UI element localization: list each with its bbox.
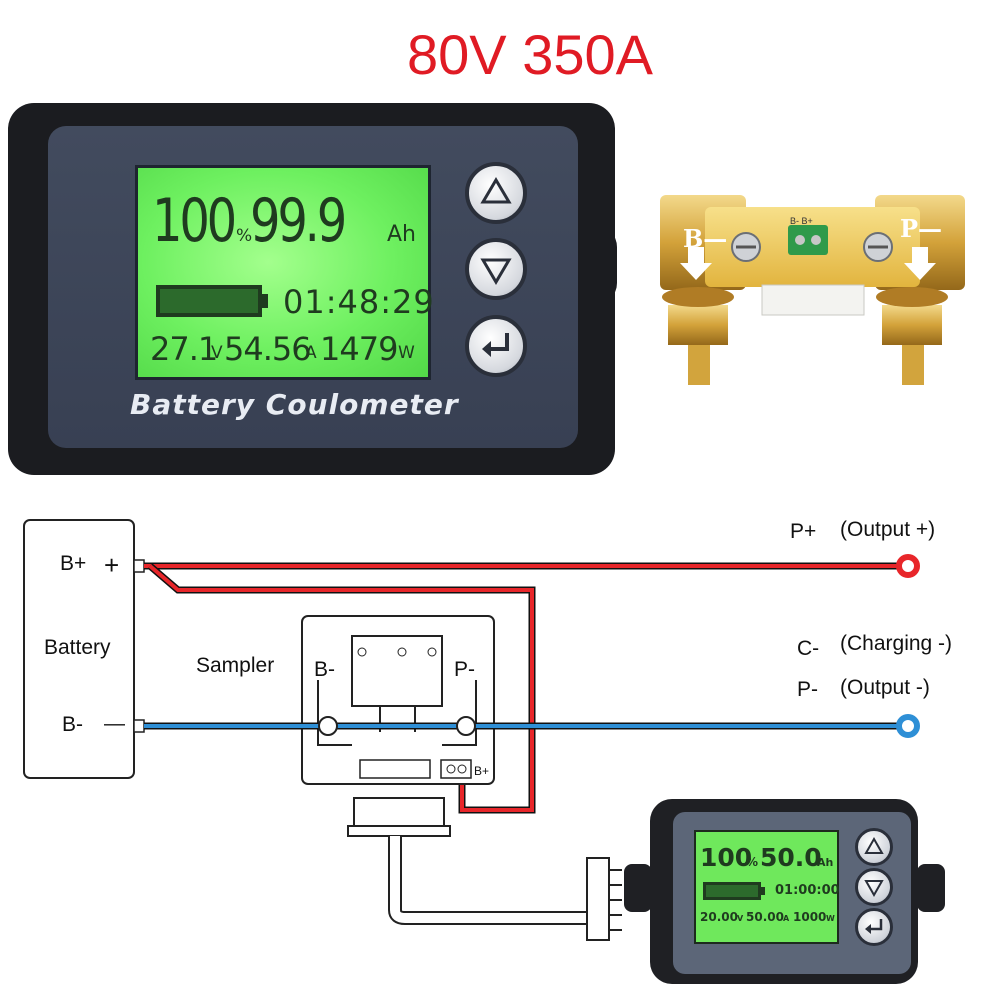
lcd-voltage: 27.1	[150, 330, 218, 368]
small-lcd-percent: 100	[700, 843, 753, 872]
enter-button[interactable]	[465, 315, 527, 377]
p-minus-desc: (Output -)	[840, 676, 930, 699]
p-minus-label: P-	[797, 678, 818, 701]
output-positive-terminal-icon	[896, 554, 920, 578]
shunt-image	[660, 195, 965, 385]
shunt-left-label: B—	[683, 224, 728, 253]
small-up-button[interactable]	[855, 828, 893, 866]
small-lcd-capacity-unit: Ah	[817, 856, 834, 869]
small-lcd-power: 1000	[793, 910, 827, 924]
lcd-current: 54.56	[224, 330, 312, 368]
small-lcd-percent-unit: %	[746, 855, 759, 869]
lcd-screen	[135, 165, 431, 380]
enter-icon	[865, 919, 883, 934]
lcd-power: 1479	[320, 330, 398, 368]
output-negative-terminal-icon	[896, 714, 920, 738]
battery-level-icon	[156, 285, 262, 317]
small-battery-level-icon	[703, 882, 761, 900]
shunt-board-label: B- B+	[790, 216, 813, 226]
battery-negative-sign: —	[104, 712, 125, 735]
enter-icon	[482, 333, 509, 357]
lcd-percent: 100	[152, 186, 237, 256]
small-lcd-voltage: 20.00	[700, 910, 738, 924]
lcd-capacity: 99.9	[250, 186, 347, 256]
up-arrow-icon	[480, 177, 512, 204]
wire-positive-sense	[148, 564, 534, 812]
small-lcd-current-unit: A	[783, 914, 790, 923]
down-arrow-icon	[864, 880, 884, 898]
battery-label: Battery	[44, 636, 111, 659]
c-minus-label: C-	[797, 637, 820, 660]
headline-title: 80V 350A	[407, 23, 653, 86]
p-plus-desc: (Output +)	[840, 518, 936, 541]
small-enter-button[interactable]	[855, 908, 893, 946]
lcd-percent-unit: %	[236, 226, 253, 246]
c-minus-desc: (Charging -)	[840, 632, 953, 655]
down-arrow-icon	[480, 258, 512, 285]
sampler-label: Sampler	[196, 654, 275, 677]
brand-label: Battery Coulometer	[130, 388, 459, 421]
small-lcd-capacity: 50.0	[760, 843, 822, 872]
lcd-capacity-unit: Ah	[387, 222, 416, 247]
small-meter-ear-right	[917, 864, 945, 912]
small-battery-tip-icon	[761, 887, 765, 895]
battery-negative-label: B-	[62, 713, 83, 736]
sampler-right-label: P-	[454, 658, 475, 681]
lcd-voltage-unit: V	[211, 343, 223, 363]
p-plus-label: P+	[790, 520, 817, 543]
lcd-time: 01:48:29	[283, 283, 435, 321]
shunt-right-label: P—	[900, 214, 943, 243]
small-lcd-voltage-unit: V	[737, 914, 744, 923]
down-button[interactable]	[465, 238, 527, 300]
battery-positive-label: B+	[60, 552, 87, 575]
sampler-port-label: B+	[474, 764, 490, 778]
battery-positive-sign: +	[104, 550, 120, 580]
small-lcd-current: 50.00	[746, 910, 784, 924]
small-down-button[interactable]	[855, 868, 893, 906]
small-lcd-time: 01:00:00	[775, 883, 840, 898]
sampler-left-label: B-	[314, 658, 335, 681]
small-meter-ear-left	[624, 864, 652, 912]
lcd-current-unit: A	[305, 343, 317, 363]
small-lcd-power-unit: W	[826, 914, 835, 923]
lcd-power-unit: W	[398, 343, 415, 363]
battery-tip-icon	[262, 294, 268, 308]
battery-box	[23, 519, 135, 779]
up-button[interactable]	[465, 162, 527, 224]
up-arrow-icon	[864, 836, 884, 854]
